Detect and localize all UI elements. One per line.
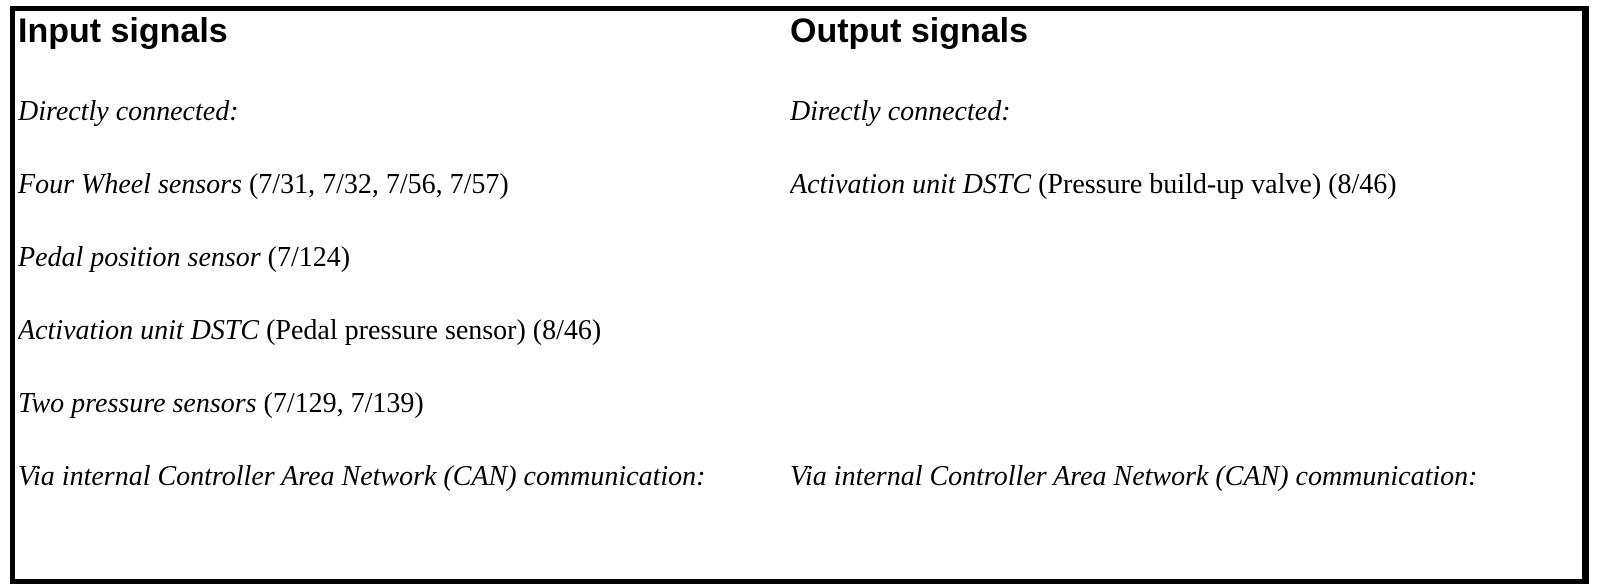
signal-reference: (Pedal pressure sensor) (8/46) — [259, 315, 602, 346]
input-signal-pedal-position-sensor: Pedal position sensor (7/124) — [18, 239, 790, 312]
signal-reference: (7/129, 7/139) — [256, 388, 424, 419]
signal-label: Via internal Controller Area Network (CA… — [790, 461, 1478, 492]
signal-reference: (7/124) — [260, 242, 351, 273]
signal-reference: (Pressure build-up valve) (8/46) — [1031, 169, 1397, 200]
signal-label: Pedal position sensor — [18, 242, 261, 273]
input-signal-activation-unit-dstc: Activation unit DSTC (Pedal pressure sen… — [18, 312, 790, 385]
signal-label: Activation unit DSTC — [790, 169, 1032, 200]
signal-label: Via internal Controller Area Network (CA… — [18, 461, 706, 492]
output-signal-empty-row — [790, 312, 1582, 385]
signal-label: Four Wheel sensors — [18, 169, 242, 200]
signals-table: Input signals Directly connected: Four W… — [10, 6, 1589, 584]
input-signal-pressure-sensors: Two pressure sensors (7/129, 7/139) — [18, 385, 790, 458]
input-signal-via-can: Via internal Controller Area Network (CA… — [18, 458, 790, 579]
output-signal-empty-row — [790, 239, 1582, 312]
signal-reference: (7/31, 7/32, 7/56, 7/57) — [241, 169, 509, 200]
output-signal-via-can: Via internal Controller Area Network (CA… — [790, 458, 1582, 579]
signal-label: Directly connected: — [18, 96, 239, 127]
output-signal-activation-unit-dstc: Activation unit DSTC (Pressure build-up … — [790, 166, 1582, 239]
output-signal-directly-connected: Directly connected: — [790, 93, 1582, 166]
signal-label: Two pressure sensors — [18, 388, 257, 419]
input-signal-directly-connected: Directly connected: — [18, 93, 790, 166]
signal-label: Directly connected: — [790, 96, 1011, 127]
output-signals-header: Output signals — [790, 12, 1028, 50]
output-signal-empty-row — [790, 385, 1582, 458]
input-signal-wheel-sensors: Four Wheel sensors (7/31, 7/32, 7/56, 7/… — [18, 166, 790, 239]
input-signals-header: Input signals — [18, 12, 228, 50]
signal-label: Activation unit DSTC — [18, 315, 260, 346]
